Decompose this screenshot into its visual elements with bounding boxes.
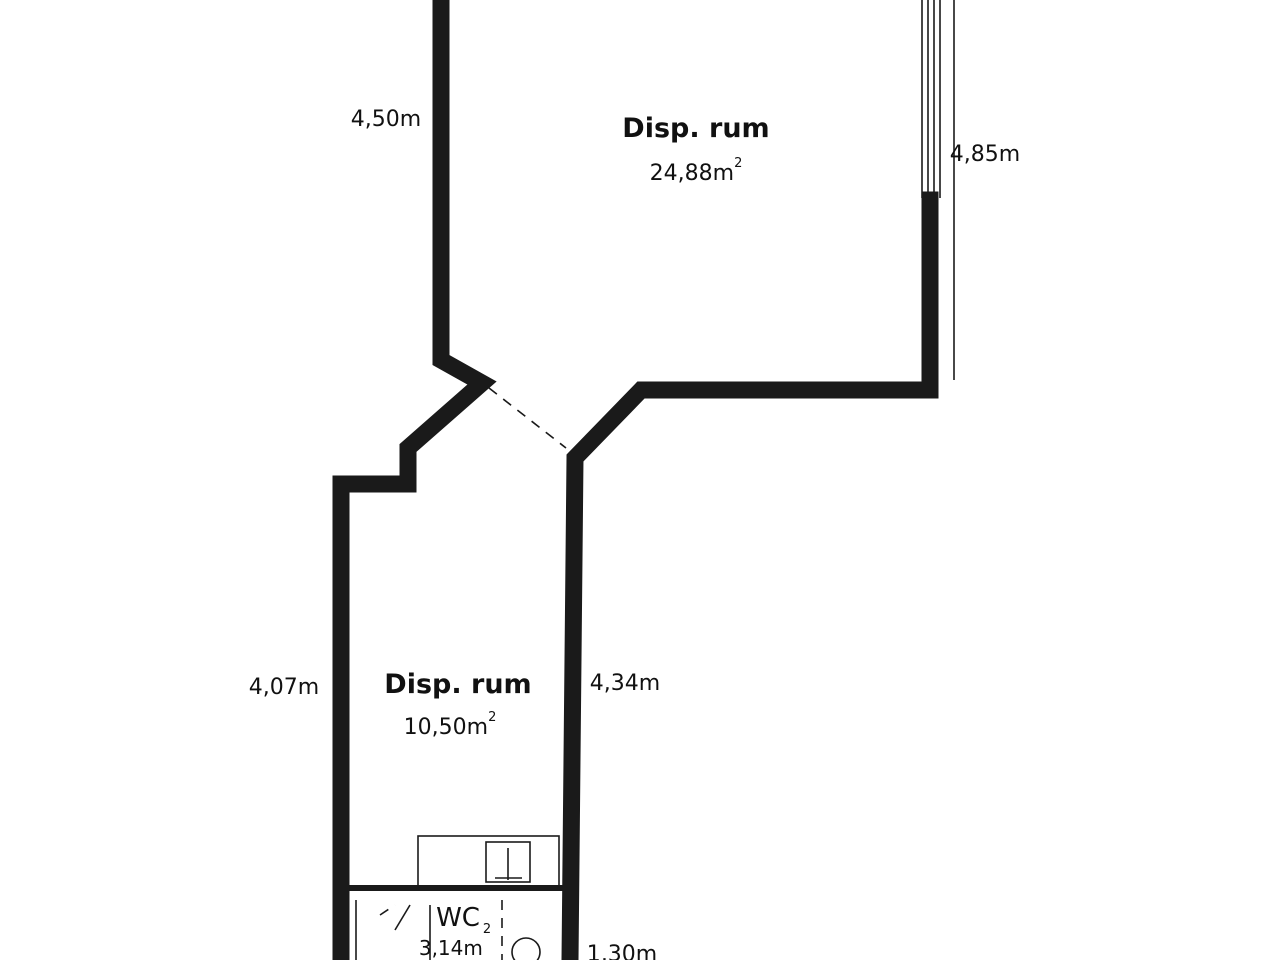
central-right-wall [561, 191, 939, 960]
room-area-lower: 10,50m2 [404, 710, 497, 740]
room-area-wc: 3,14m2 [419, 922, 491, 960]
doorway-dashed-line [488, 387, 567, 449]
room-area-value-wc: 3,14m [419, 936, 483, 960]
window-right [921, 0, 955, 380]
dimension-upper-right: 4,85m [950, 142, 1020, 167]
wc-fixtures [355, 900, 541, 960]
room-name-lower: Disp. rum [384, 669, 531, 700]
dimension-lower-left: 4,07m [249, 675, 319, 700]
room-area-sup-wc: 2 [483, 922, 491, 937]
dimension-lower-right: 4,34m [590, 671, 660, 696]
dimension-upper-left: 4,50m [351, 107, 421, 132]
room-name-upper: Disp. rum [622, 113, 769, 144]
counter-fixture [417, 835, 560, 889]
room-area-sup-lower: 2 [488, 710, 496, 725]
upper-room-wall [332, 0, 497, 960]
dimension-wc-right: 1,30m [587, 942, 657, 960]
room-area-value-lower: 10,50m [404, 715, 488, 740]
room-area-value-upper: 24,88m [650, 161, 734, 186]
room-name-wc: WC [436, 903, 480, 933]
room-area-sup-upper: 2 [734, 156, 742, 171]
room-area-upper: 24,88m2 [650, 156, 743, 186]
